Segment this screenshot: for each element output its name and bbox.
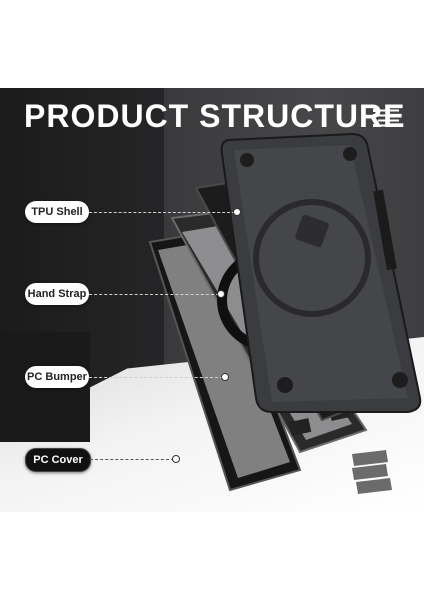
accessory-pads: [352, 450, 392, 494]
label-pc-cover: PC Cover: [25, 448, 91, 472]
page-title: PRODUCT STRUCTURE: [24, 98, 406, 134]
label-hand-strap: Hand Strap: [25, 283, 89, 305]
list-icon: [373, 109, 399, 127]
leader-line-hand-strap: [89, 294, 219, 295]
callout-dot-pc-cover: [172, 455, 180, 463]
leader-line-pc-bumper: [89, 377, 223, 378]
tpu-shell-part: [220, 132, 422, 413]
label-pc-bumper: PC Bumper: [25, 366, 89, 388]
leader-line-pc-cover: [90, 459, 174, 460]
callout-dot-hand-strap: [217, 290, 225, 298]
label-tpu-shell: TPU Shell: [25, 201, 89, 223]
callout-dot-pc-bumper: [221, 373, 229, 381]
callout-dot-tpu-shell: [233, 208, 241, 216]
leader-line-tpu-shell: [89, 212, 235, 213]
